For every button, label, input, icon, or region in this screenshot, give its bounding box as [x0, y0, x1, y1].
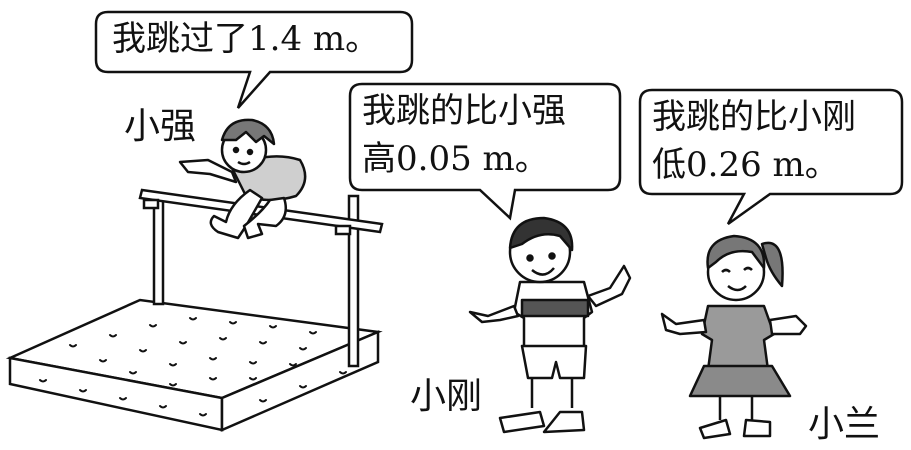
- speech-bubble-xiaoqiang: [94, 10, 414, 109]
- speech-bubble-xiaogang: [348, 82, 622, 221]
- speech-text-xiaolan-line2: 低0.26 m。: [652, 145, 839, 185]
- name-label-xiaoqiang: 小强: [124, 106, 197, 147]
- speech-text-xiaolan-line1: 我跳的比小刚: [652, 97, 856, 137]
- name-label-xiaolan: 小兰: [808, 404, 881, 445]
- name-label-xiaogang: 小刚: [410, 376, 483, 417]
- speech-bubble-xiaolan: [638, 88, 904, 226]
- boy-xiaogang-figure: [468, 216, 632, 434]
- girl-xiaolan-figure: [660, 234, 808, 440]
- speech-text-xiaogang-line2: 高0.05 m。: [362, 139, 549, 179]
- mattress-dots: [39, 317, 347, 417]
- landing-mattress: [5, 298, 383, 432]
- speech-text-xiaoqiang: 我跳过了1.4 m。: [112, 19, 380, 59]
- boy-xiaoqiang-figure: [178, 118, 307, 240]
- speech-text-xiaogang-line1: 我跳的比小强: [362, 91, 566, 131]
